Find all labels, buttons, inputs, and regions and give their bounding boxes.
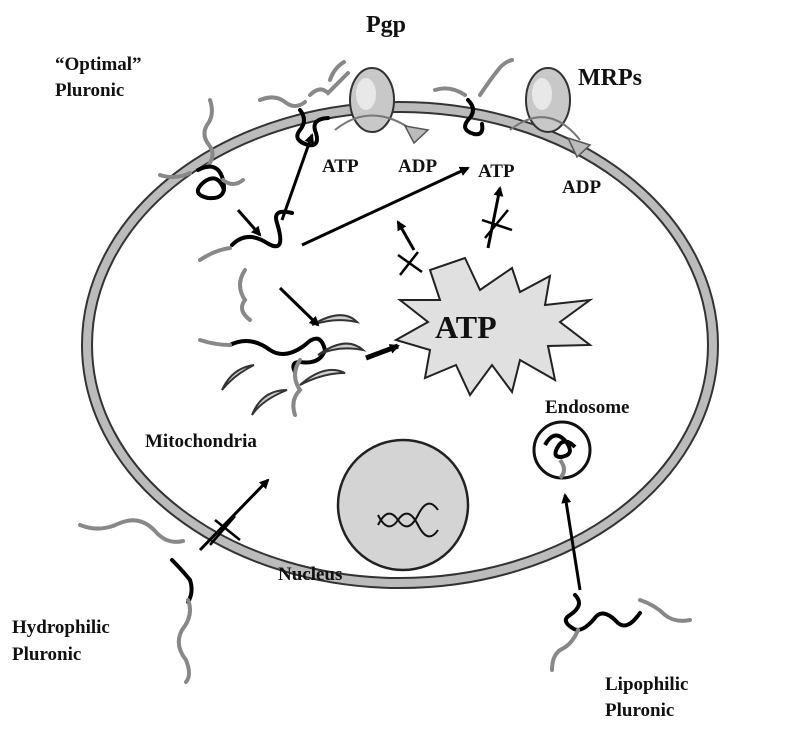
optimal-pluronic-strands <box>158 58 514 417</box>
mrp-efflux-arrow <box>509 116 581 141</box>
pgp-efflux-arrowhead <box>403 124 430 145</box>
lipophilic-pluronic-label-line1: Lipophilic <box>605 674 688 695</box>
endosome <box>532 420 592 480</box>
mrps-label: MRPs <box>578 65 642 91</box>
block-marks <box>209 209 513 546</box>
adp-pgp-label: ADP <box>398 156 437 177</box>
mitochondria-group <box>221 314 367 416</box>
mrp-transporter <box>525 67 571 133</box>
hydrophilic-pluronic-strands <box>78 518 194 684</box>
atp-center-label: ATP <box>435 309 497 345</box>
endosome-label: Endosome <box>545 397 629 418</box>
atp-pgp-label: ATP <box>322 156 359 177</box>
hydrophilic-pluronic-label-line1: Hydrophilic <box>12 617 110 638</box>
hydrophilic-pluronic-label-line2: Pluronic <box>12 644 81 665</box>
adp-mrp-label: ADP <box>562 177 601 198</box>
atp-mrp-label: ATP <box>478 161 515 182</box>
pathway-arrows <box>198 133 582 591</box>
atp-burst-shape <box>393 256 594 397</box>
lipophilic-pluronic-label-line2: Pluronic <box>605 700 674 721</box>
dna-helix-icon <box>377 502 439 528</box>
nucleus <box>336 438 470 572</box>
pgp-label: Pgp <box>366 12 406 38</box>
mrp-efflux-arrowhead <box>566 136 592 159</box>
mitochondria-label: Mitochondria <box>145 431 257 452</box>
nucleus-label: Nucleus <box>278 564 342 585</box>
optimal-pluronic-label-line1: “Optimal” <box>55 54 142 75</box>
optimal-pluronic-label-line2: Pluronic <box>55 80 124 101</box>
pgp-transporter <box>349 67 395 133</box>
lipophilic-pluronic-strands <box>550 593 692 672</box>
